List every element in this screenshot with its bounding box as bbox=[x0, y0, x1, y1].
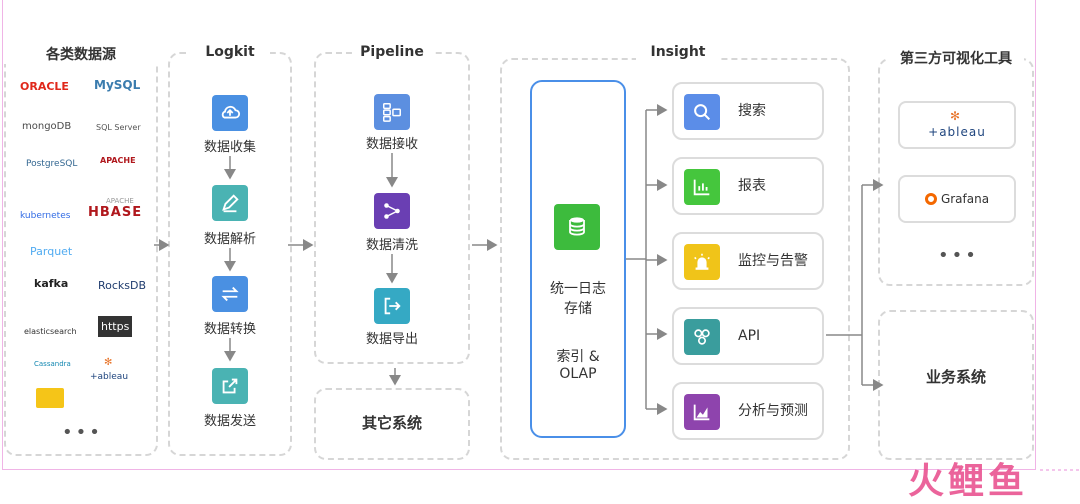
other-systems-label: 其它系统 bbox=[361, 414, 422, 432]
watermark: 火鲤鱼 bbox=[908, 461, 1029, 502]
page-frame bbox=[2, 0, 1036, 470]
feature-report-label: 报表 bbox=[738, 178, 766, 194]
tableau-label: +ableau bbox=[928, 125, 986, 139]
rocksdb-logo: RocksDB bbox=[98, 279, 147, 292]
parquet-logo: Parquet bbox=[30, 245, 73, 258]
data-receive-icon bbox=[374, 94, 410, 130]
elasticsearch-logo: elasticsearch bbox=[24, 327, 77, 336]
feature-search-label: 搜索 bbox=[738, 103, 766, 119]
apache-logo: APACHE bbox=[100, 156, 136, 165]
search-icon bbox=[684, 94, 720, 130]
hbase-small-logo: APACHE bbox=[106, 197, 134, 205]
export-door-icon bbox=[374, 288, 410, 324]
alarm-icon bbox=[684, 244, 720, 280]
tableau-small-mark-icon: ✻ bbox=[104, 357, 113, 368]
storage-line3: 索引 & bbox=[556, 349, 600, 365]
third-party-more: ••• bbox=[938, 245, 979, 266]
share-export-icon bbox=[212, 368, 248, 404]
storage-line1: 统一日志 bbox=[550, 281, 606, 297]
pipeline-step-export: 数据导出 bbox=[365, 332, 418, 347]
feature-analysis-label: 分析与预测 bbox=[738, 403, 808, 419]
postgresql-logo: PostgreSQL bbox=[26, 159, 78, 169]
node-graph-icon bbox=[374, 193, 410, 229]
tableau-tool[interactable]: ✻ +ableau bbox=[898, 101, 1016, 149]
logkit-title: Logkit bbox=[190, 44, 270, 60]
storage-line2: 存储 bbox=[564, 301, 592, 317]
feature-alert-label: 监控与告警 bbox=[738, 253, 808, 269]
area-chart-icon bbox=[684, 394, 720, 430]
feature-report[interactable]: 报表 bbox=[672, 157, 824, 215]
logkit-step-send: 数据发送 bbox=[203, 414, 256, 429]
pipeline-title: Pipeline bbox=[352, 44, 432, 60]
mysql-logo: MySQL bbox=[94, 78, 141, 92]
feature-search[interactable]: 搜索 bbox=[672, 82, 824, 140]
feature-analysis[interactable]: 分析与预测 bbox=[672, 382, 824, 440]
bar-chart-icon bbox=[684, 169, 720, 205]
sources-more: ••• bbox=[62, 422, 103, 443]
feature-alert[interactable]: 监控与告警 bbox=[672, 232, 824, 290]
pipeline-step-receive: 数据接收 bbox=[365, 137, 418, 152]
tableau-mark-icon: ✻ bbox=[950, 109, 961, 123]
cassandra-logo: Cassandra bbox=[34, 360, 71, 368]
third-party-title: 第三方可视化工具 bbox=[888, 48, 1024, 68]
logkit-step-transform: 数据转换 bbox=[203, 322, 256, 337]
feature-api-label: API bbox=[738, 328, 761, 344]
tableau-small-logo: +ableau bbox=[90, 372, 129, 382]
hbase-logo: HBASE bbox=[88, 205, 143, 220]
grafana-label: Grafana bbox=[940, 192, 990, 206]
grafana-logo-icon bbox=[924, 193, 937, 205]
kafka-logo: kafka bbox=[34, 277, 69, 290]
feature-api[interactable]: API bbox=[672, 307, 824, 365]
sources-title: 各类数据源 bbox=[4, 44, 158, 64]
kubernetes-logo: kubernetes bbox=[20, 211, 71, 221]
other-systems-panel bbox=[314, 388, 470, 460]
unified-storage-box bbox=[530, 80, 626, 438]
insight-title: Insight bbox=[636, 44, 720, 60]
logkit-step-collect: 数据收集 bbox=[203, 140, 256, 155]
swap-arrows-icon bbox=[212, 276, 248, 312]
folder-icon bbox=[36, 388, 64, 408]
pipeline-step-clean: 数据清洗 bbox=[365, 238, 418, 253]
database-icon bbox=[554, 204, 600, 250]
api-nodes-icon bbox=[684, 319, 720, 355]
mongodb-logo: mongoDB bbox=[22, 121, 72, 132]
pencil-icon bbox=[212, 185, 248, 221]
business-label: 业务系统 bbox=[925, 368, 986, 386]
https-logo: https bbox=[98, 316, 133, 337]
oracle-logo: ORACLE bbox=[20, 80, 69, 93]
logkit-step-parse: 数据解析 bbox=[203, 232, 256, 247]
storage-line4: OLAP bbox=[559, 366, 597, 382]
grafana-tool[interactable]: Grafana bbox=[898, 175, 1016, 223]
sqlserver-logo: SQL Server bbox=[96, 123, 141, 132]
cloud-upload-icon bbox=[212, 95, 248, 131]
